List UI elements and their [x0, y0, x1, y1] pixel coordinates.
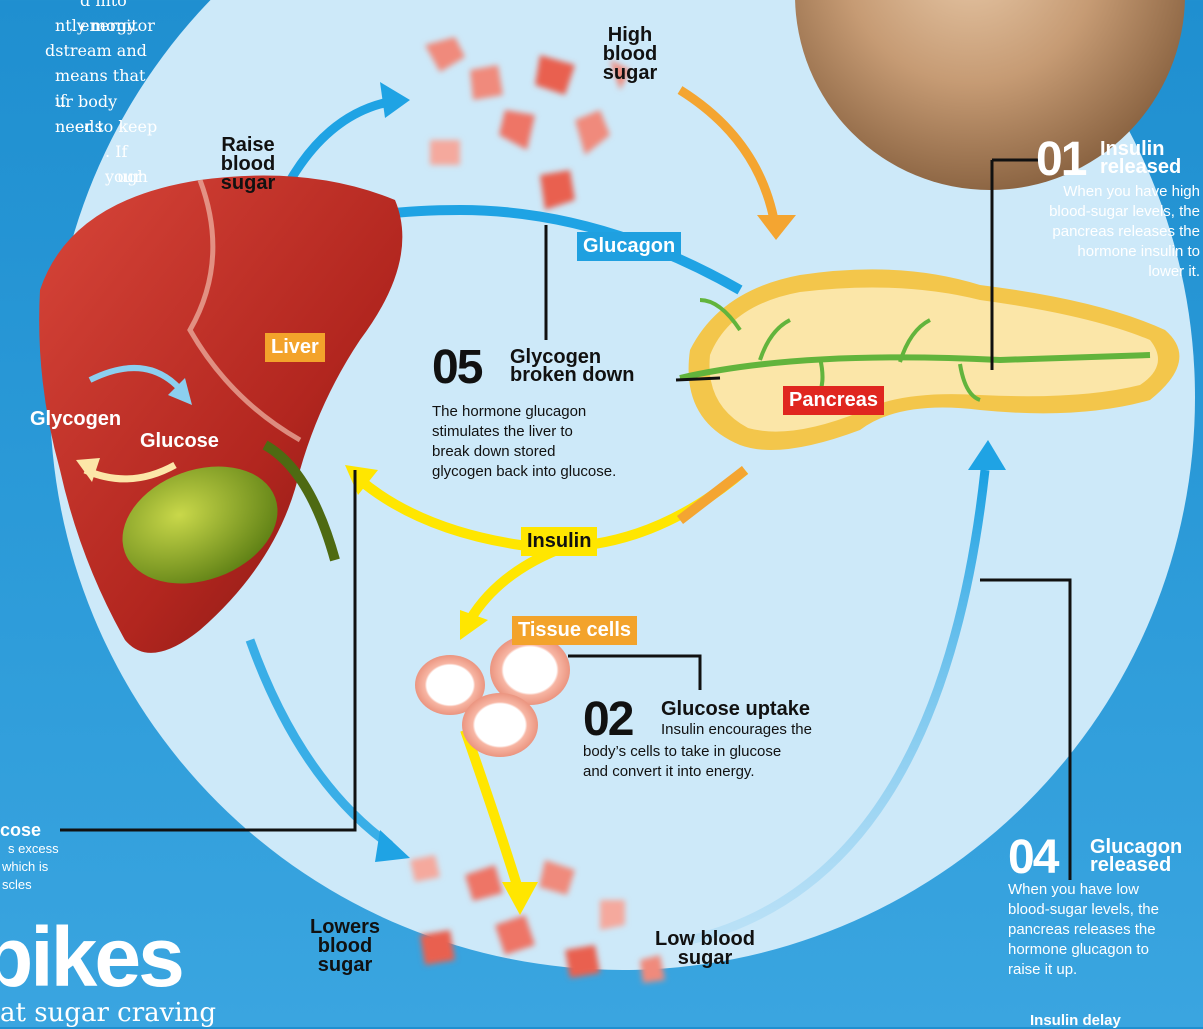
- tag-insulin: Insulin: [521, 527, 597, 556]
- step-description: body’s cells to take in glucose and conv…: [583, 742, 781, 782]
- headline-fragment: pikes: [0, 915, 182, 999]
- tissue-cells: [415, 635, 570, 757]
- step-title: cose: [0, 820, 90, 840]
- insulin-delay-fragment: Insulin delay: [1030, 1012, 1121, 1029]
- step-number: 05: [432, 348, 481, 388]
- step-title: Glucose uptake: [661, 700, 810, 718]
- step-03-fragment: cose s excess which is scles: [0, 820, 90, 894]
- desc-line: The hormone glucagon: [432, 402, 692, 422]
- desc-line: body’s cells to take in glucose: [583, 742, 781, 762]
- label-lowers-blood-sugar: Lowers blood sugar: [300, 918, 390, 975]
- desc-line: raise it up.: [1008, 960, 1159, 980]
- step-number: 01: [1036, 140, 1085, 180]
- label-line: sugar: [300, 956, 390, 975]
- tag-pancreas: Pancreas: [783, 386, 884, 415]
- desc-line: break down stored: [432, 442, 692, 462]
- step-description-first: Insulin encourages the: [661, 720, 812, 740]
- tag-liver: Liver: [265, 333, 325, 362]
- label-glucose: Glucose: [140, 430, 219, 453]
- label-low-blood-sugar: Low blood sugar: [645, 930, 765, 968]
- desc-line: When you have low: [1008, 880, 1159, 900]
- desc-line: pancreas releases the: [1008, 920, 1159, 940]
- step-description: When you have high blood-sugar levels, t…: [1000, 182, 1200, 282]
- step-description: The hormone glucagon stimulates the live…: [432, 402, 692, 482]
- label-line: sugar: [645, 949, 765, 968]
- desc-line: blood-sugar levels, the: [1008, 900, 1159, 920]
- desc-line: stimulates the liver to: [432, 422, 692, 442]
- label-line: sugar: [208, 174, 288, 193]
- step-title: Glucagon released: [1090, 838, 1182, 874]
- step-title-line: released: [1090, 856, 1182, 874]
- step-description: s excess which is scles: [0, 840, 90, 894]
- label-high-blood-sugar: High blood sugar: [590, 26, 670, 83]
- step-title: Glycogen broken down: [510, 348, 634, 384]
- step-title: Insulin released: [1100, 140, 1181, 176]
- step-title-line: broken down: [510, 366, 634, 384]
- desc-line: hormone insulin to: [1000, 242, 1200, 262]
- desc-line: scles: [0, 876, 90, 894]
- step-description: When you have low blood-sugar levels, th…: [1008, 880, 1159, 980]
- subhead-fragment: at sugar craving: [0, 998, 216, 1028]
- arrow-lowers: [250, 640, 390, 845]
- desc-line: pancreas releases the: [1000, 222, 1200, 242]
- desc-line: which is: [0, 858, 90, 876]
- desc-line: glycogen back into glucose.: [432, 462, 692, 482]
- desc-line: lower it.: [1000, 262, 1200, 282]
- tag-tissue-cells: Tissue cells: [512, 616, 637, 645]
- step-number: 02: [583, 700, 632, 740]
- arrow-high: [680, 90, 775, 225]
- desc-line: and convert it into energy.: [583, 762, 781, 782]
- tag-glucagon: Glucagon: [577, 232, 681, 261]
- desc-line: hormone glucagon to: [1008, 940, 1159, 960]
- label-glycogen: Glycogen: [30, 408, 121, 431]
- step-title-line: released: [1100, 158, 1181, 176]
- step-number: 04: [1008, 838, 1057, 878]
- label-line: sugar: [590, 64, 670, 83]
- label-raise-blood-sugar: Raise blood sugar: [208, 136, 288, 193]
- desc-line: s excess: [0, 840, 90, 858]
- desc-line: blood-sugar levels, the: [1000, 202, 1200, 222]
- desc-line: When you have high: [1000, 182, 1200, 202]
- blood-cells-low: [410, 855, 665, 983]
